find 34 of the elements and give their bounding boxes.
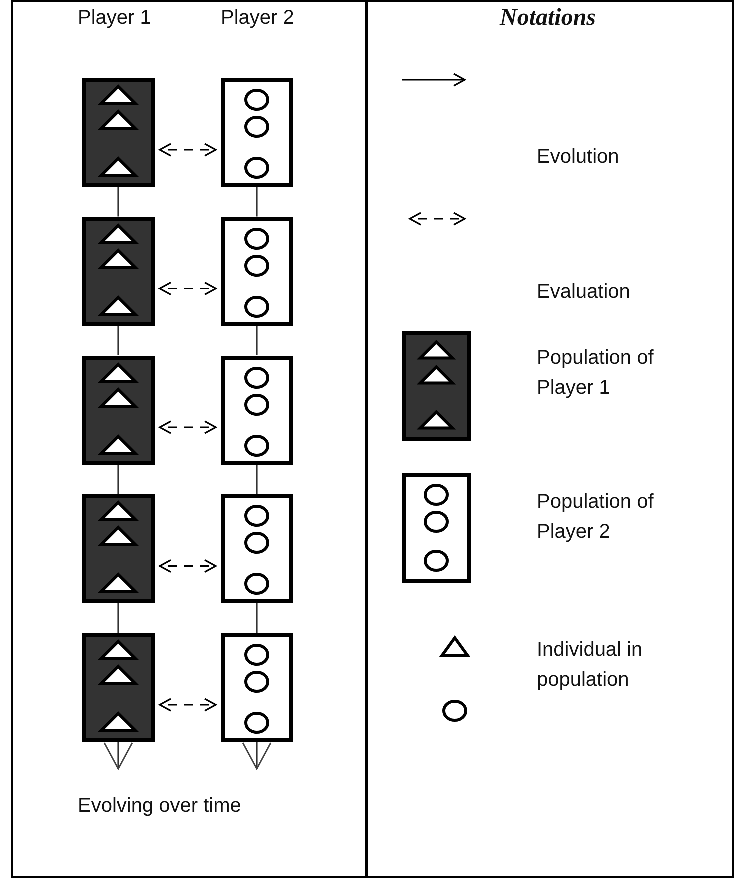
legend-text: Individual in population xyxy=(537,638,644,693)
population-box xyxy=(221,78,293,187)
label-text: Player 1 xyxy=(78,6,152,30)
population-box xyxy=(221,356,293,464)
legend-text: Evolution xyxy=(537,145,620,170)
connector-line xyxy=(256,464,258,494)
connector-line xyxy=(118,187,120,217)
connector-line xyxy=(256,326,258,356)
arrow xyxy=(159,420,217,434)
population-box xyxy=(221,494,293,604)
connector-line xyxy=(256,603,258,633)
population-box xyxy=(82,494,155,604)
arrow xyxy=(159,698,217,712)
arrow xyxy=(159,559,217,574)
arrow xyxy=(159,143,217,157)
population-box xyxy=(82,216,155,326)
legend-text: Evaluation xyxy=(537,280,632,305)
population-box xyxy=(221,216,293,326)
legend-title: Notations xyxy=(500,4,596,33)
connector-line xyxy=(118,464,120,494)
population-box xyxy=(221,633,293,742)
connector-line xyxy=(118,603,120,633)
legend-text: Population of Player 2 xyxy=(537,490,655,545)
connector-line xyxy=(256,187,258,217)
label-text: Evolving over time xyxy=(78,794,242,818)
label-text: Player 2 xyxy=(221,6,294,30)
population-box xyxy=(82,356,155,464)
population-box xyxy=(82,78,155,187)
connector-line xyxy=(118,326,120,356)
arrow xyxy=(242,742,272,770)
arrow xyxy=(159,282,217,296)
legend-text: Population of Player 1 xyxy=(537,346,655,401)
arrow xyxy=(104,742,134,770)
population-box xyxy=(82,633,155,742)
